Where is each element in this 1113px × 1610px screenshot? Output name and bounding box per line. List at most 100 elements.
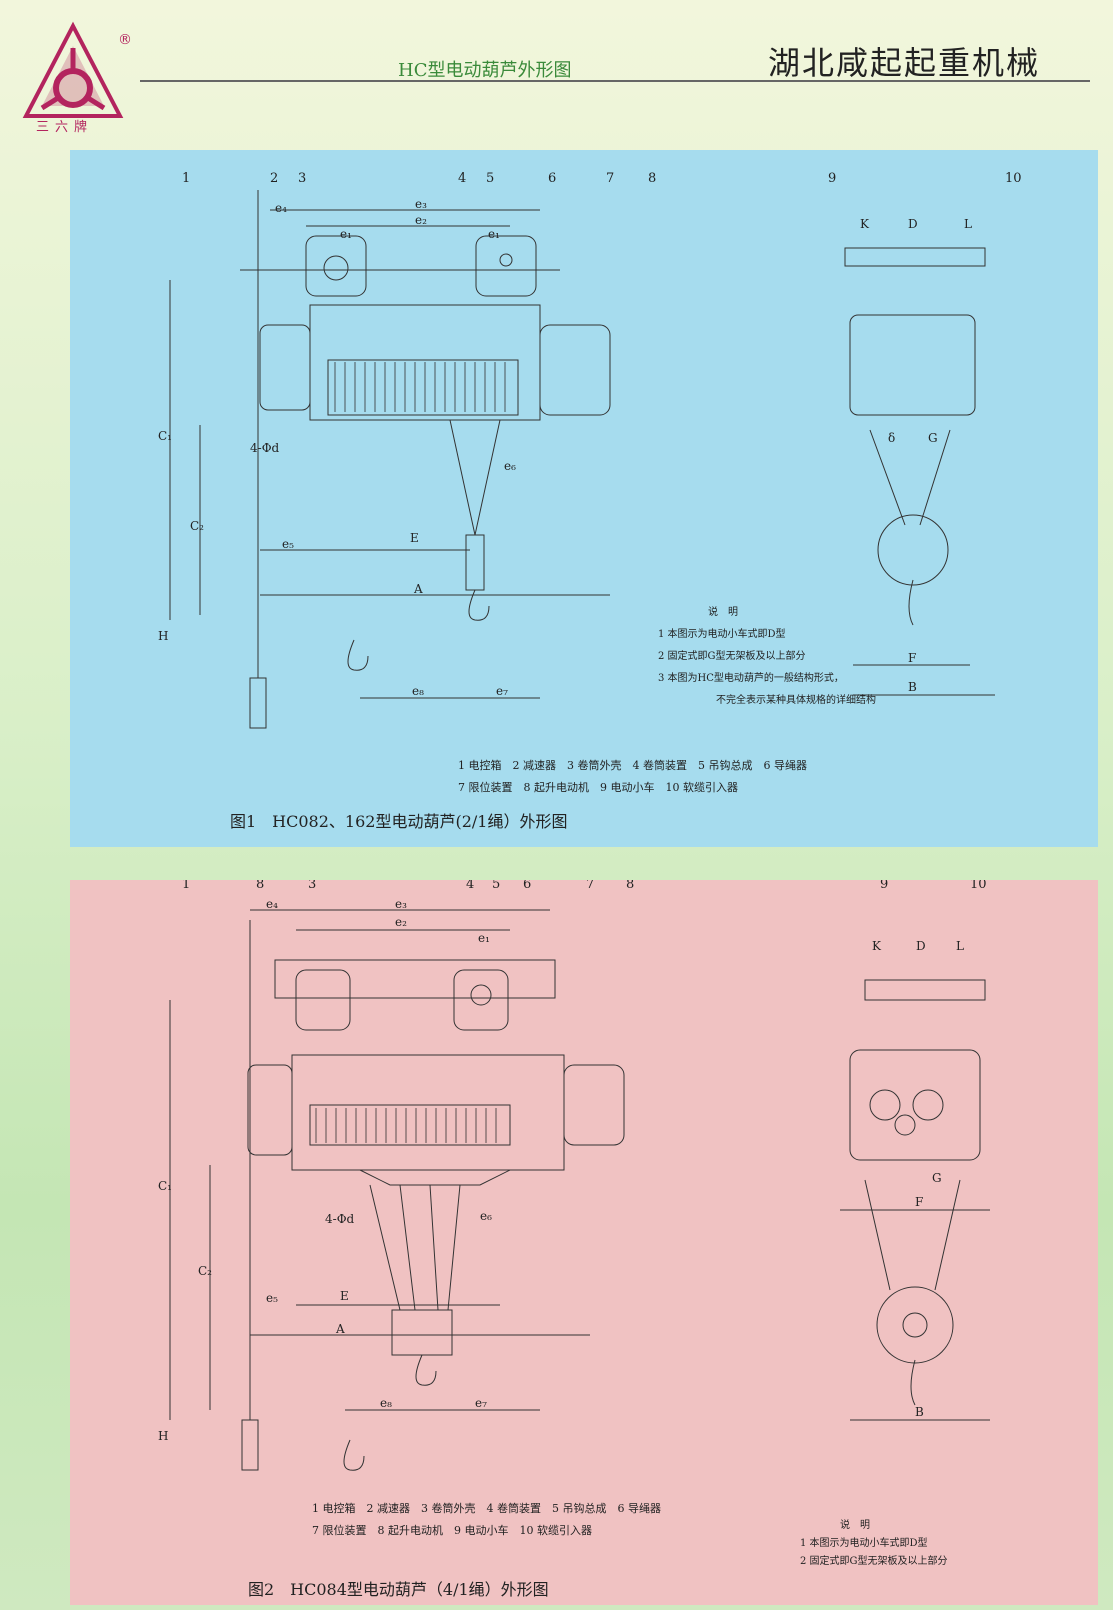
- dim-e1: e₁: [340, 227, 352, 241]
- dim-c1: C₁: [158, 429, 172, 443]
- dim-e3: e₃: [395, 897, 407, 911]
- dim-L: L: [964, 217, 972, 231]
- note-1: 1 本图示为电动小车式即D型: [658, 629, 786, 640]
- hook-low: [347, 639, 369, 671]
- drum: [327, 359, 519, 416]
- gearbox-end-view: [849, 314, 976, 416]
- dim-e1-right: e₁: [488, 227, 500, 241]
- trolley-end-view: [844, 247, 986, 267]
- callout-8: 8: [648, 171, 656, 186]
- dim-e1: e₁: [478, 931, 490, 945]
- figure-1-legend: 1 电控箱 2 减速器 3 卷筒外壳 4 卷筒装置 5 吊钩总成 6 导绳器 7…: [458, 755, 807, 799]
- trolley-wheel-right: [453, 969, 509, 1031]
- dim-F: F: [908, 651, 916, 665]
- dim-e7: e₇: [496, 684, 508, 698]
- trolley-wheel-left: [305, 235, 367, 297]
- dim-e8: e₈: [412, 684, 424, 698]
- note-2: 2 固定式即G型无架板及以上部分: [658, 651, 806, 662]
- callout-1: 1: [182, 880, 190, 892]
- header-rule: [140, 80, 1090, 82]
- figure-1-caption: 图1 HC082、162型电动葫芦(2/1绳）外形图: [230, 812, 568, 831]
- dim-delta: δ: [888, 431, 895, 445]
- dim-4-phi-d: 4-Φd: [250, 441, 280, 455]
- callout-8: 8: [626, 880, 634, 892]
- brand-logo: [22, 21, 124, 118]
- callout-9: 9: [828, 171, 836, 186]
- pendant-control: [249, 677, 267, 729]
- legend-line-2: 7 限位装置 8 起升电动机 9 电动小车 10 软缆引入器: [312, 1524, 592, 1537]
- figure-2-caption: 图2 HC084型电动葫芦（4/1绳）外形图: [248, 1580, 549, 1599]
- registered-mark: ®: [118, 32, 132, 48]
- dim-K: K: [872, 939, 882, 953]
- callout-2: 2: [270, 171, 278, 186]
- trolley-wheel-left: [295, 969, 351, 1031]
- dim-h: H: [158, 1429, 168, 1443]
- note-1: 1 本图示为电动小车式即D型: [800, 1538, 928, 1549]
- dim-e2: e₂: [395, 915, 407, 929]
- callout-10: 10: [1005, 171, 1022, 186]
- dim-e4: e₄: [266, 897, 278, 911]
- callout-8-left: 8: [256, 880, 264, 892]
- dim-e2: e₂: [415, 213, 427, 227]
- callout-1: 1: [182, 171, 190, 186]
- pendant-control: [241, 1419, 259, 1471]
- hook: [468, 589, 490, 621]
- page-subtitle: HC型电动葫芦外形图: [398, 60, 572, 81]
- hook-block: [391, 1309, 453, 1356]
- dim-L: L: [956, 939, 964, 953]
- dim-D: D: [908, 217, 918, 231]
- trolley-wheel-right: [475, 235, 537, 297]
- dim-E: E: [340, 1289, 349, 1303]
- dim-e4: e₄: [275, 201, 287, 215]
- trolley-end-view: [864, 979, 986, 1001]
- pulley-end-view: [877, 514, 949, 586]
- dim-e8: e₈: [380, 1396, 392, 1410]
- figure-2-legend: 1 电控箱 2 减速器 3 卷筒外壳 4 卷筒装置 5 吊钩总成 6 导绳器 7…: [312, 1498, 661, 1542]
- dim-D: D: [916, 939, 926, 953]
- hoist-frame: [291, 1054, 565, 1171]
- brand-name: 三六牌: [36, 120, 94, 135]
- dim-G: G: [928, 431, 938, 445]
- note-3: 3 本图为HC型电动葫芦的一般结构形式，: [658, 673, 844, 684]
- hoist-motor: [563, 1064, 625, 1146]
- figure-2-notes: 说 明 1 本图示为电动小车式即D型 2 固定式即G型无架板及以上部分: [800, 1517, 948, 1571]
- dim-A: A: [413, 582, 423, 596]
- company-name: 湖北咸起起重机械: [768, 44, 1041, 82]
- figure-2-drawing: 1 8 3 4 5 6 7 8 9 10 e₄ e₃ e₂ e₁ 4-Φd C₁…: [158, 877, 990, 1471]
- note-4: 不完全表示某种具体规格的详细结构: [716, 695, 876, 706]
- dim-A: A: [335, 1322, 345, 1336]
- legend-line-1: 1 电控箱 2 减速器 3 卷筒外壳 4 卷筒装置 5 吊钩总成 6 导绳器: [312, 1502, 661, 1515]
- figure-1-notes: 说 明 1 本图示为电动小车式即D型 2 固定式即G型无架板及以上部分 3 本图…: [658, 602, 876, 712]
- dim-e5: e₅: [266, 1291, 278, 1305]
- pulley-end-view: [876, 1286, 954, 1364]
- notes-title: 说 明: [840, 1520, 870, 1531]
- callout-7: 7: [606, 171, 614, 186]
- dim-K: K: [860, 217, 870, 231]
- callout-4: 4: [458, 171, 466, 186]
- callout-7: 7: [586, 880, 594, 892]
- dim-B: B: [908, 680, 917, 694]
- callout-9: 9: [880, 880, 888, 892]
- dim-c2: C₂: [190, 519, 204, 533]
- ropes: [449, 419, 501, 536]
- dim-h: H: [158, 629, 168, 643]
- hook-block: [465, 534, 485, 591]
- legend-line-1: 1 电控箱 2 减速器 3 卷筒外壳 4 卷筒装置 5 吊钩总成 6 导绳器: [458, 759, 807, 772]
- dim-4-phi-d: 4-Φd: [325, 1212, 355, 1226]
- dim-E: E: [410, 531, 419, 545]
- note-2: 2 固定式即G型无架板及以上部分: [800, 1556, 948, 1567]
- figure-2-panel: 1 8 3 4 5 6 7 8 9 10 e₄ e₃ e₂ e₁ 4-Φd C₁…: [70, 877, 1098, 1605]
- control-box: [247, 1064, 293, 1156]
- track-beam: [274, 959, 556, 999]
- gearbox-end-view: [849, 1049, 981, 1161]
- legend-line-2: 7 限位装置 8 起升电动机 9 电动小车 10 软缆引入器: [458, 781, 738, 794]
- callout-3: 3: [308, 880, 316, 892]
- dim-e3: e₃: [415, 197, 427, 211]
- dim-e7: e₇: [475, 1396, 487, 1410]
- callout-5: 5: [492, 880, 500, 892]
- dim-e6: e₆: [504, 459, 516, 473]
- dim-c1: C₁: [158, 1179, 172, 1193]
- callout-6: 6: [523, 880, 531, 892]
- callout-4: 4: [466, 880, 474, 892]
- callout-6: 6: [548, 171, 556, 186]
